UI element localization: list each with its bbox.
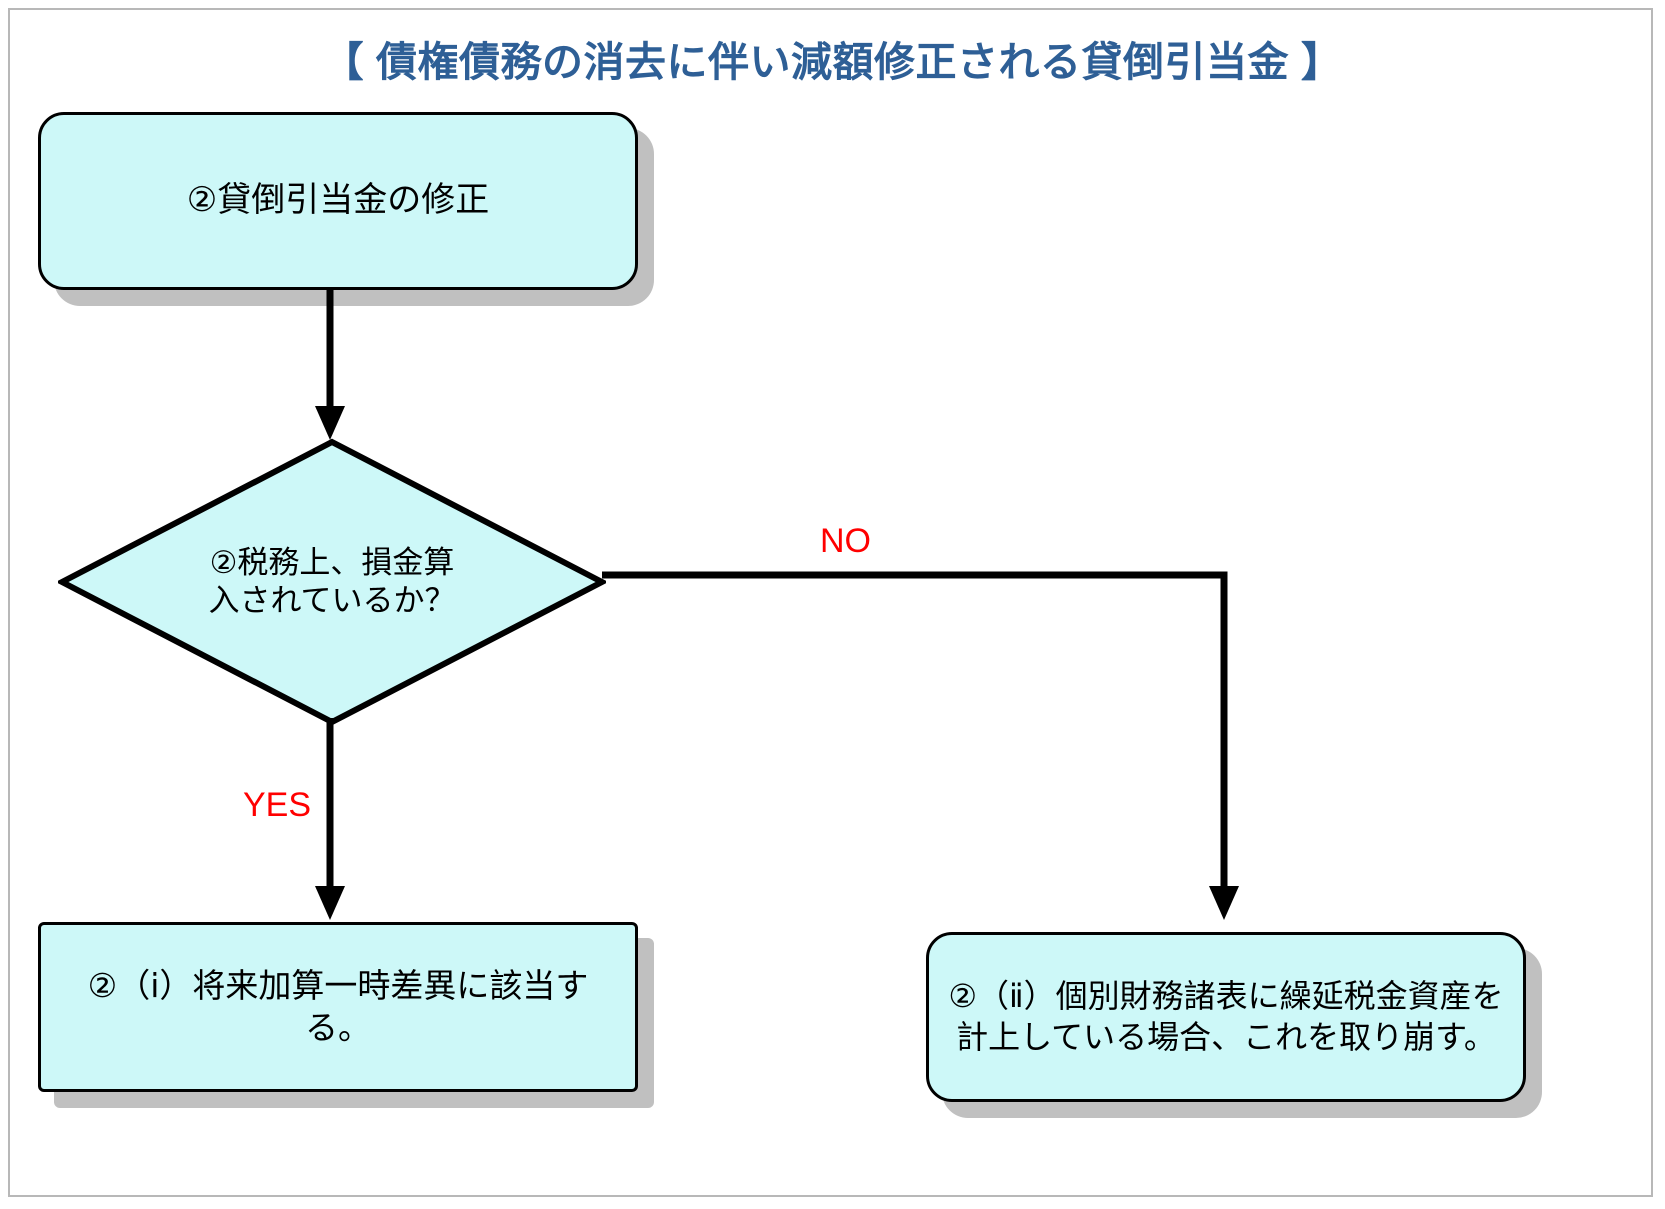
edge-decision-yes: [300, 718, 370, 928]
node-outcome-yes[interactable]: ②（ⅰ）将来加算一時差異に該当する。: [38, 922, 638, 1092]
node-outcome-no-label-line1: ②（ⅱ）個別財務諸表に繰延税金資産を: [948, 978, 1504, 1015]
edge-decision-no: [598, 540, 1298, 940]
edge-start-to-decision: [300, 288, 370, 448]
node-outcome-yes-label: ②（ⅰ）将来加算一時差異に該当する。: [87, 966, 589, 1046]
node-decision[interactable]: ②税務上、損金算 入されているか？: [58, 438, 606, 726]
page-title: 【 債権債務の消去に伴い減額修正される貸倒引当金 】: [322, 39, 1343, 85]
node-start-label: ②貸倒引当金の修正: [186, 181, 490, 220]
node-outcome-no-label-line2: 計上している場合、これを取り崩す。: [956, 1019, 1496, 1055]
edge-label-yes: YES: [243, 786, 312, 824]
node-start[interactable]: ②貸倒引当金の修正: [38, 112, 638, 290]
node-outcome-no[interactable]: ②（ⅱ）個別財務諸表に繰延税金資産を 計上している場合、これを取り崩す。: [926, 932, 1526, 1102]
node-outcome-no-label: ②（ⅱ）個別財務諸表に繰延税金資産を 計上している場合、これを取り崩す。: [934, 976, 1517, 1058]
edge-label-no: NO: [820, 522, 871, 560]
